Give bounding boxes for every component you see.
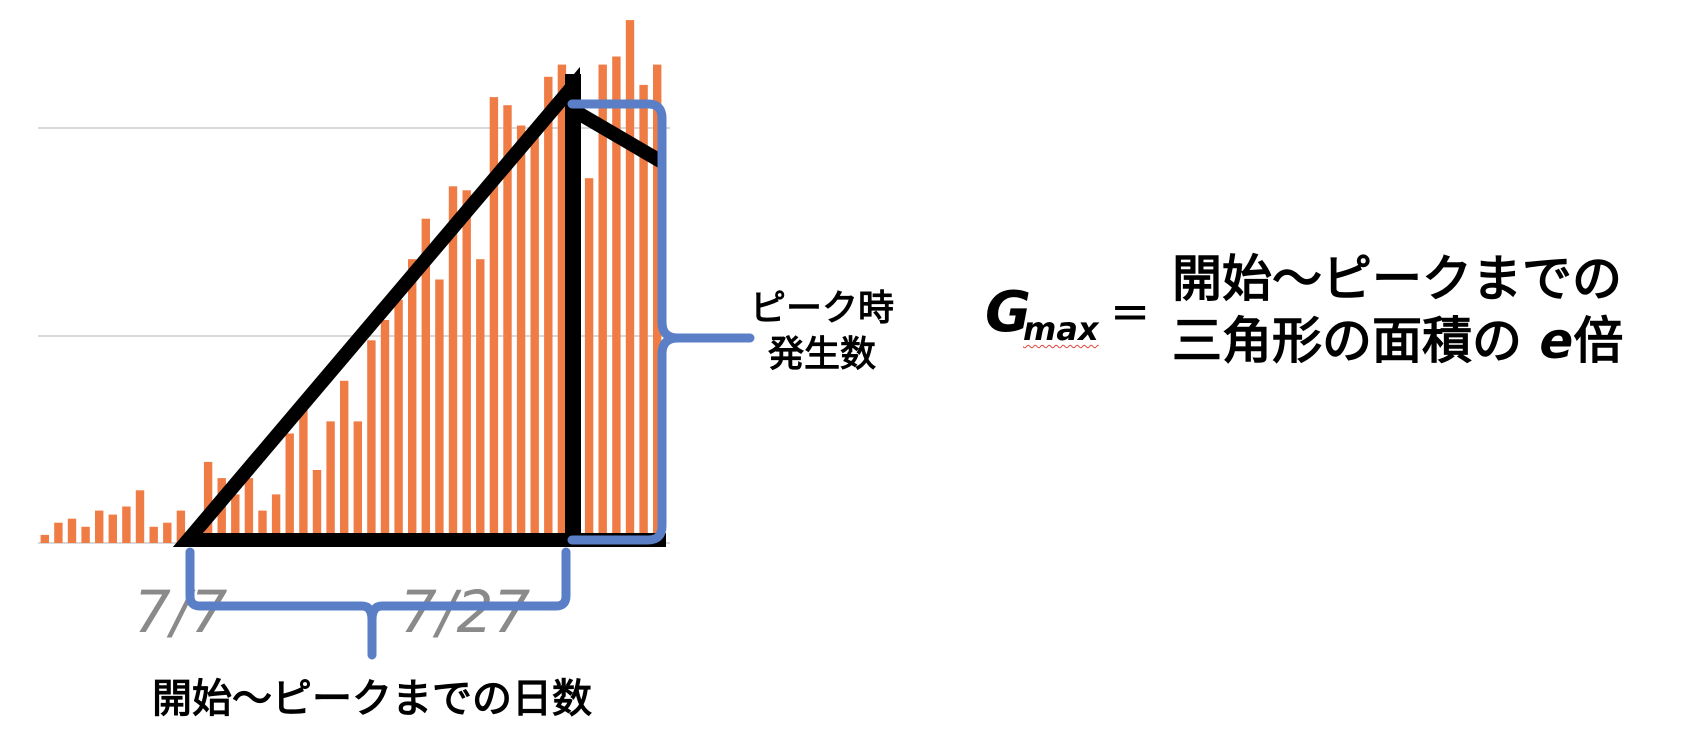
bar <box>299 401 308 543</box>
bar <box>476 259 485 543</box>
bar <box>285 433 294 543</box>
bar <box>353 421 362 543</box>
bar <box>81 526 90 543</box>
formula-definition: 開始〜ピークまでの 三角形の面積の e倍 <box>1172 248 1623 372</box>
days-to-peak-label: 開始〜ピークまでの日数 <box>152 676 592 722</box>
bar <box>258 510 267 543</box>
bar <box>95 510 104 543</box>
bar <box>489 97 499 543</box>
x-tick-label-start: 7/7 <box>134 578 227 646</box>
triangle-shape <box>172 66 580 547</box>
bar <box>367 340 376 543</box>
peak-count-label-line1: ピーク時 <box>750 288 894 329</box>
bar <box>530 137 539 543</box>
bar <box>462 190 471 544</box>
formula-line-1: 開始〜ピークまでの <box>1172 250 1622 308</box>
bar <box>135 490 145 543</box>
bar <box>163 522 172 543</box>
bar <box>653 64 662 543</box>
peak-count-bracket <box>567 99 755 545</box>
bar <box>340 380 349 543</box>
gmax-symbol: G max <box>985 280 1115 350</box>
bar <box>271 494 281 543</box>
bar <box>421 218 430 543</box>
formula-line-2-text: 三角形の面積の <box>1172 312 1540 370</box>
bar <box>584 178 594 543</box>
bar <box>176 510 186 543</box>
bar <box>54 522 63 543</box>
bar <box>244 478 254 543</box>
bar <box>639 84 648 544</box>
decline-line <box>569 103 666 169</box>
bar <box>231 494 240 543</box>
bar <box>108 514 117 543</box>
bar <box>448 186 458 544</box>
bar <box>544 76 553 544</box>
formula-line-2: 三角形の面積の e倍 <box>1172 310 1623 372</box>
bar <box>312 470 322 543</box>
x-tick-label-peak: 7/27 <box>400 578 530 646</box>
bar <box>435 279 444 543</box>
peak-count-label-line2: 発生数 <box>768 334 876 375</box>
bar <box>503 105 512 543</box>
bar <box>203 461 213 543</box>
formula-line-2-suffix: 倍 <box>1573 312 1624 370</box>
bar <box>612 56 621 543</box>
bar <box>516 125 526 543</box>
bar <box>149 526 158 543</box>
bar <box>122 506 131 543</box>
equals-sign: = <box>1110 284 1151 340</box>
bar <box>598 64 607 543</box>
bar <box>394 299 403 543</box>
bar <box>625 20 635 544</box>
bar <box>408 259 417 543</box>
bar <box>380 320 390 543</box>
days-bracket <box>185 547 571 660</box>
bar-series <box>40 20 662 544</box>
bar <box>557 64 567 543</box>
bar <box>67 518 77 543</box>
g-letter: G <box>985 280 1031 345</box>
bar <box>326 421 335 543</box>
bar <box>40 534 49 543</box>
e-symbol: e <box>1539 312 1574 370</box>
max-subscript: max <box>1023 310 1099 348</box>
